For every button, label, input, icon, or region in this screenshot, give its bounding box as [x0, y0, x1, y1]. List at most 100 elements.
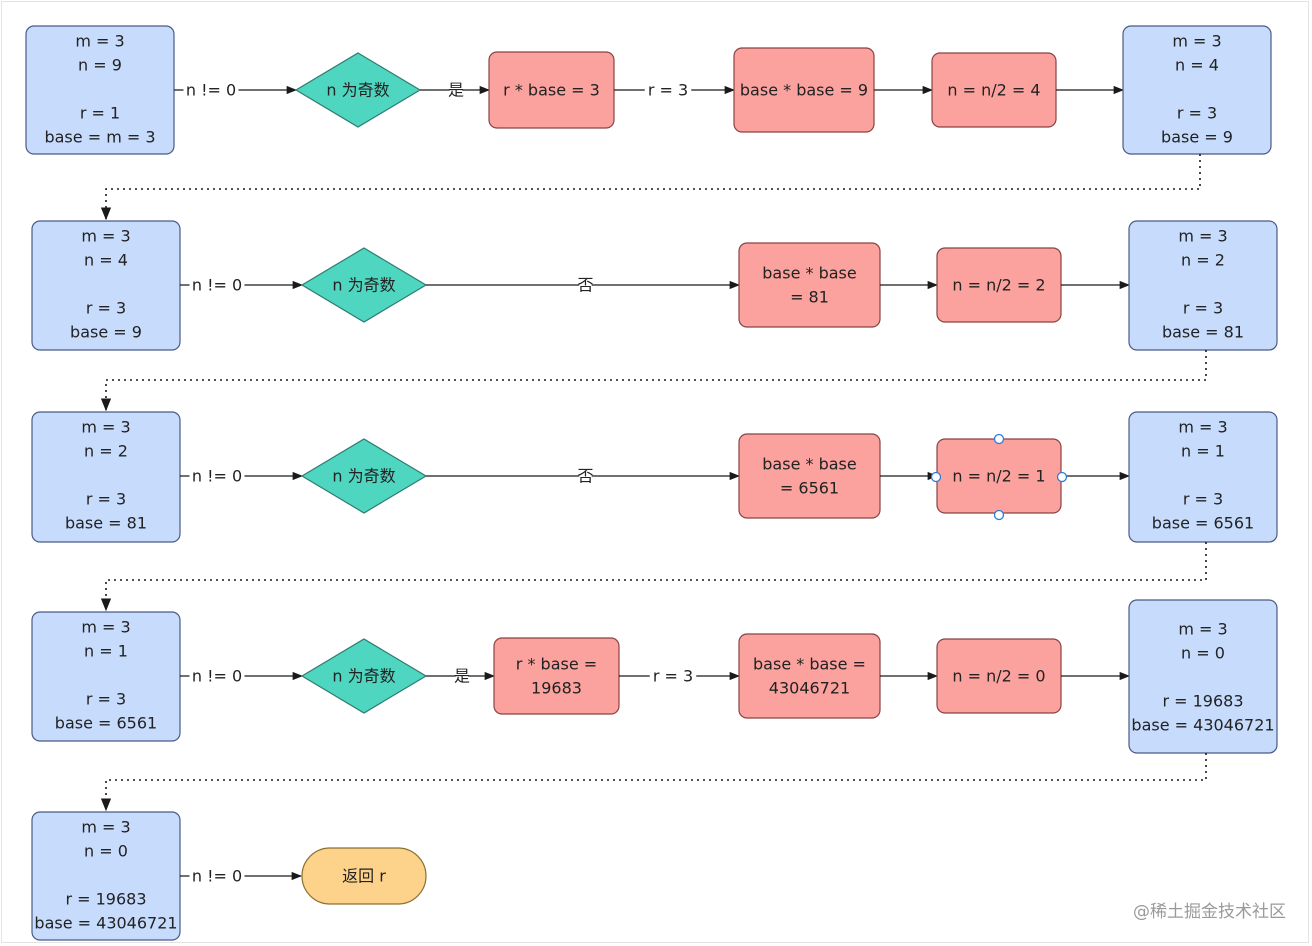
watermark: @稀土掘金技术社区 — [1133, 902, 1286, 922]
state-box-end[interactable]: m = 3 n = 4 r = 3 base = 9 — [1122, 25, 1272, 155]
state-line: n = 1 — [84, 642, 128, 661]
state-line: base = m = 3 — [44, 128, 155, 147]
branch-label-group: 否 — [577, 466, 594, 486]
decision-odd[interactable]: n 为奇数 — [294, 52, 422, 128]
condition-label-bg — [189, 275, 245, 295]
process-shape — [493, 637, 620, 715]
process-step[interactable]: base * base= 81 — [738, 242, 881, 328]
process-step[interactable]: n = n/2 = 1 — [936, 438, 1062, 514]
state-box-shape — [1128, 220, 1278, 351]
branch-label-group: 否 — [577, 275, 594, 295]
selection-handle[interactable] — [993, 433, 1005, 445]
state-box-start[interactable]: m = 3 n = 9 r = 1 base = m = 3 — [25, 25, 175, 155]
terminal-shape — [301, 847, 427, 905]
branch-label: 否 — [577, 276, 593, 295]
state-box-shape — [31, 411, 181, 543]
state-line: n = 1 — [1181, 442, 1225, 461]
process-label: n = n/2 = 2 — [952, 276, 1045, 295]
process-label: base * base — [762, 264, 856, 283]
decision-shape — [294, 52, 422, 128]
process-label: = 6561 — [780, 479, 839, 498]
state-line: n = 4 — [1175, 56, 1219, 75]
decision-label: n 为奇数 — [332, 467, 395, 486]
process-step[interactable]: base * base = 6561 — [738, 433, 881, 519]
state-line: n = 2 — [1181, 251, 1225, 270]
decision-shape — [300, 438, 428, 514]
state-line: n = 2 — [84, 442, 128, 461]
process-step[interactable]: r * base = 3 — [488, 51, 615, 129]
state-line: m = 3 — [1178, 227, 1227, 246]
process-step[interactable]: r * base = 19683 — [493, 637, 620, 715]
condition-label: n != 0 — [192, 467, 242, 486]
result-label-group: r = 3 — [644, 80, 692, 100]
process-label: r * base = — [516, 655, 597, 674]
selection-handle[interactable] — [930, 471, 942, 483]
state-line: m = 3 — [75, 32, 124, 51]
result-label-group: r = 3 — [649, 666, 697, 686]
state-line: r = 1 — [80, 104, 120, 123]
result-label: r = 3 — [648, 81, 688, 100]
condition-label-bg — [183, 80, 239, 100]
state-line: m = 3 — [1178, 418, 1227, 437]
state-line: base = 9 — [1161, 128, 1233, 147]
selection-handle[interactable] — [1056, 471, 1068, 483]
branch-label-bg — [579, 466, 592, 486]
decision-odd[interactable]: n 为奇数 — [300, 438, 428, 514]
decision-odd[interactable]: n 为奇数 — [300, 638, 428, 714]
decision-label: n 为奇数 — [332, 276, 395, 295]
state-line: base = 43046721 — [34, 914, 177, 933]
branch-label-bg — [579, 275, 592, 295]
decision-shape — [300, 638, 428, 714]
process-step[interactable]: n = n/2 = 4 — [931, 52, 1057, 128]
decision-shape — [300, 247, 428, 323]
condition-label-group: n != 0 — [189, 866, 245, 886]
process-step[interactable]: base * base = 9 — [733, 47, 875, 133]
condition-label: n != 0 — [192, 867, 242, 886]
process-shape — [738, 633, 881, 719]
selection-handle[interactable] — [993, 509, 1005, 521]
state-line: m = 3 — [1172, 32, 1221, 51]
state-line: r = 19683 — [65, 890, 146, 909]
condition-label-bg — [189, 666, 245, 686]
state-line: r = 3 — [1183, 299, 1223, 318]
condition-label-group: n != 0 — [189, 466, 245, 486]
state-line: base = 81 — [1162, 323, 1244, 342]
state-line: m = 3 — [81, 818, 130, 837]
process-step[interactable]: n = n/2 = 2 — [936, 247, 1062, 323]
process-shape — [738, 433, 881, 519]
terminal-return[interactable]: 返回 r — [301, 847, 427, 905]
state-line: base = 6561 — [55, 714, 157, 733]
process-step[interactable]: n = n/2 = 0 — [936, 638, 1062, 714]
state-line: r = 19683 — [1162, 692, 1243, 711]
process-step[interactable]: base * base =43046721 — [738, 633, 881, 719]
state-box-end[interactable]: m = 3 n = 2 r = 3 base = 81 — [1128, 220, 1278, 351]
process-label: n = n/2 = 4 — [947, 81, 1040, 100]
condition-label-bg — [189, 866, 245, 886]
state-line: r = 3 — [1183, 490, 1223, 509]
branch-label-group: 是 — [454, 666, 470, 686]
branch-label: 是 — [454, 667, 470, 686]
state-line: base = 9 — [70, 323, 142, 342]
next-iteration-connector — [100, 753, 1207, 812]
branch-label: 否 — [577, 467, 593, 486]
process-label: r * base = 3 — [503, 81, 600, 100]
decision-label: n 为奇数 — [326, 81, 389, 100]
process-label: 19683 — [531, 679, 582, 698]
state-line: n = 0 — [1181, 644, 1225, 663]
next-iteration-connector — [100, 350, 1207, 412]
state-line: n = 4 — [84, 251, 128, 270]
process-label: base * base — [762, 455, 856, 474]
condition-label-group: n != 0 — [189, 666, 245, 686]
decision-odd[interactable]: n 为奇数 — [300, 247, 428, 323]
state-line: n = 9 — [78, 56, 122, 75]
state-line: r = 3 — [1177, 104, 1217, 123]
result-label-bg — [649, 666, 697, 686]
process-label: base * base = — [753, 655, 866, 674]
